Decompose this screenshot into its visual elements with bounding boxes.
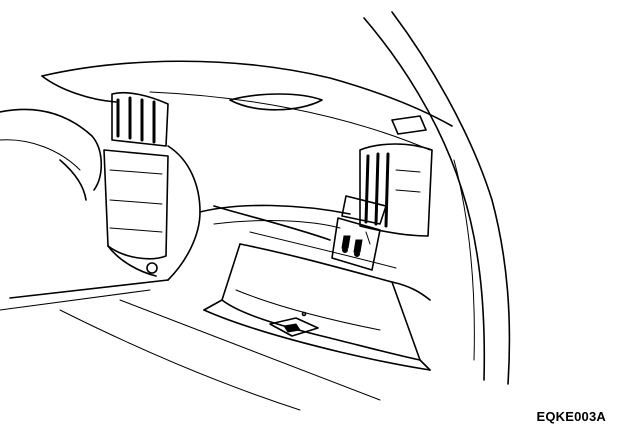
dashboard-top <box>41 60 453 151</box>
dashboard-lower <box>0 145 351 311</box>
floor <box>59 299 381 411</box>
fuse-panel <box>331 195 387 271</box>
center-console <box>103 91 169 277</box>
glove-box <box>203 205 431 371</box>
a-pillar <box>363 11 511 385</box>
steering-wheel <box>0 108 103 201</box>
figure-code: EQKE003A <box>536 409 606 424</box>
side-air-vent <box>359 143 433 237</box>
